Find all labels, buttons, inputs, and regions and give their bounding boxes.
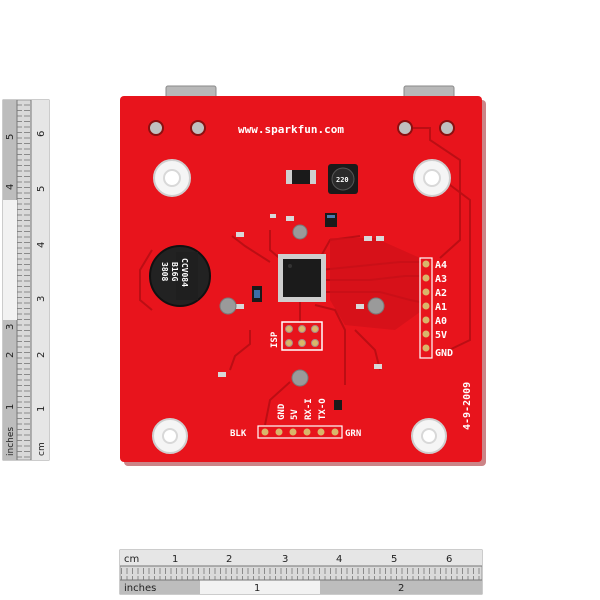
test-pad-bottom [291, 369, 309, 387]
horizontal-ruler-cm-label: cm [124, 554, 139, 565]
vertical-ruler-cm-5: 5 [36, 186, 47, 192]
vertical-ruler-cm-1: 1 [36, 406, 47, 412]
crystal [252, 286, 262, 302]
horizontal-ruler-inch-2: 2 [398, 583, 404, 594]
vertical-ruler-cm-4: 4 [36, 242, 47, 248]
vertical-ruler-cm-6: 6 [36, 131, 47, 137]
pin-label-gnd: GND [435, 348, 453, 359]
standoff-bottom-right [411, 418, 447, 454]
battery-pad-1 [148, 120, 164, 136]
horizontal-ruler-cm-5: 5 [391, 554, 397, 565]
pcb-board: www.sparkfun.com 220 [120, 85, 486, 466]
pin-label-a0: A0 [435, 316, 447, 327]
test-pad-top [292, 224, 308, 240]
buzzer: CCV084 B16G 3808 [149, 245, 211, 307]
test-pad-right [367, 297, 385, 315]
pin-label-a1: A1 [435, 302, 447, 313]
vertical-ruler-cm-3: 3 [36, 296, 47, 302]
horizontal-ruler: cm 1 2 3 4 5 6 inches 1 2 [119, 549, 483, 595]
buzzer-line-2: B16G [170, 262, 179, 281]
ftdi-label-rx: RX-I [304, 398, 314, 420]
horizontal-ruler-inch-1: 1 [254, 583, 260, 594]
horizontal-ruler-cm-6: 6 [446, 554, 452, 565]
vertical-ruler-inch-5: 5 [5, 134, 16, 140]
ftdi-label-grn: GRN [345, 429, 361, 439]
horizontal-ruler-cm-2: 2 [226, 554, 232, 565]
horizontal-ruler-cm-strip [120, 550, 482, 566]
inductor-label: 220 [336, 176, 349, 184]
standoff-bottom-left [152, 418, 188, 454]
inductor: 220 [328, 164, 358, 194]
battery-pad-3 [397, 120, 413, 136]
vertical-ruler-cm-label: cm [37, 442, 47, 456]
test-pad-left [219, 297, 237, 315]
vertical-ruler-inch-1: 1 [5, 404, 16, 410]
pin-label-a2: A2 [435, 288, 447, 299]
microcontroller-chip [278, 254, 326, 302]
ftdi-header: GND 5V RX-I TX-O BLK GRN [230, 398, 361, 439]
passive-components [218, 214, 384, 377]
date-code: 4-9-2009 [462, 382, 473, 430]
diode [286, 170, 316, 184]
pin-label-5v: 5V [435, 330, 447, 341]
vertical-ruler-cm-2: 2 [36, 352, 47, 358]
pin-label-a3: A3 [435, 274, 447, 285]
vertical-ruler: 1 2 3 4 5 inches 6 5 4 3 2 1 cm [2, 99, 50, 461]
horizontal-ruler-inches-label: inches [124, 583, 156, 594]
small-ic [325, 213, 337, 227]
vertical-ruler-band [3, 200, 17, 320]
battery-pad-2 [190, 120, 206, 136]
buzzer-line-1: CCV084 [180, 258, 189, 287]
horizontal-ruler-cm-1: 1 [172, 554, 178, 565]
ftdi-label-5v: 5V [290, 409, 300, 420]
analog-header: A4 A3 A2 A1 A0 5V GND [419, 257, 453, 359]
battery-pad-4 [439, 120, 455, 136]
horizontal-ruler-cm-4: 4 [336, 554, 342, 565]
vertical-ruler-inch-4: 4 [5, 184, 16, 190]
vertical-ruler-ticks [17, 100, 31, 460]
vertical-ruler-inches-label: inches [6, 427, 16, 456]
horizontal-ruler-band [200, 580, 320, 594]
horizontal-ruler-ticks [120, 566, 482, 580]
ftdi-label-gnd: GND [277, 403, 287, 420]
ftdi-label-blk: BLK [230, 429, 247, 439]
sparkfun-url: www.sparkfun.com [238, 123, 344, 136]
ftdi-label-tx: TX-O [318, 398, 328, 420]
horizontal-ruler-cm-3: 3 [282, 554, 288, 565]
ftdi-side-component [334, 400, 342, 410]
isp-header: ISP [270, 321, 323, 351]
pin-label-a4: A4 [435, 260, 447, 271]
vertical-ruler-inch-3: 3 [5, 324, 16, 330]
buzzer-line-3: 3808 [160, 262, 169, 281]
vertical-ruler-inch-2: 2 [5, 352, 16, 358]
pcb-copper-pour [330, 238, 420, 330]
standoff-top-right [413, 159, 451, 197]
vertical-ruler-cm-strip [31, 100, 49, 460]
standoff-top-left [153, 159, 191, 197]
isp-label: ISP [270, 331, 280, 348]
